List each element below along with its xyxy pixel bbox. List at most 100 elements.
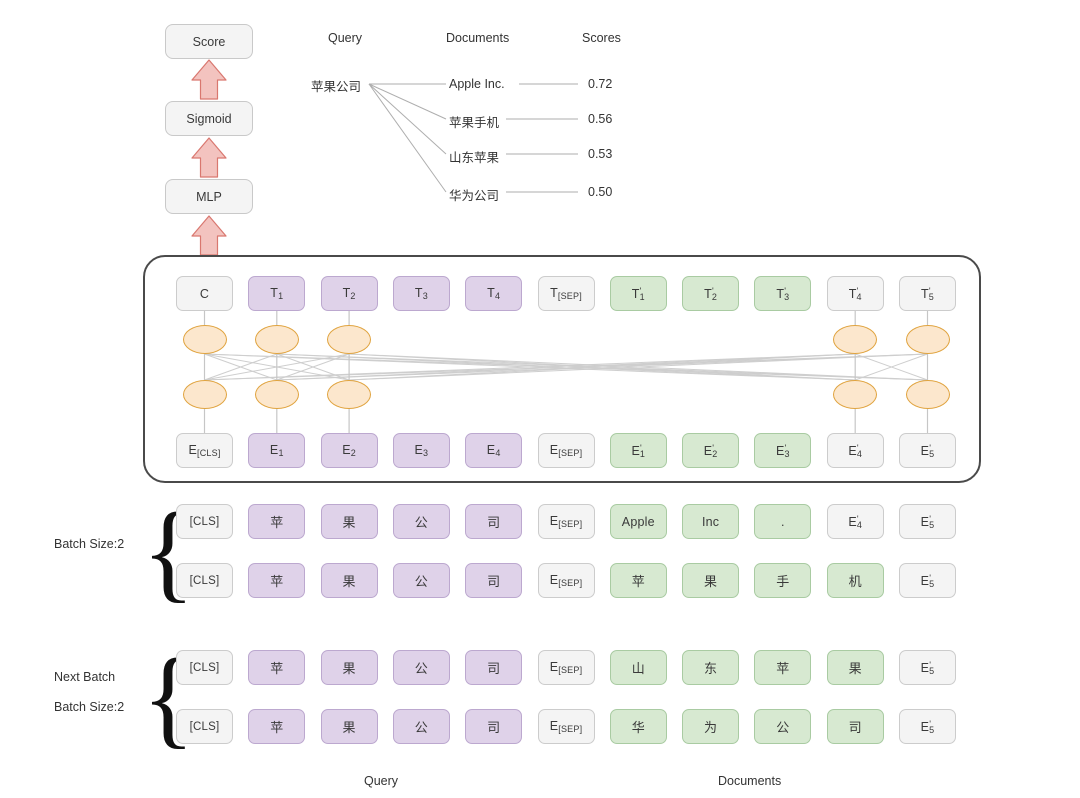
batch-token: 苹 [609, 563, 667, 598]
transformer-input-token: E2 [320, 433, 378, 468]
transformer-output-token: T4 [465, 276, 523, 311]
token-label: 果 [342, 721, 356, 736]
transformer-node-upper [833, 325, 878, 354]
token-label: 公 [414, 662, 428, 677]
batch-token: 司 [465, 650, 523, 685]
batch-token: 公 [392, 504, 450, 539]
token-label: 公 [414, 575, 428, 590]
token-label: E[SEP] [549, 719, 583, 734]
batch-token: . [754, 504, 812, 539]
token-label: T'1 [631, 285, 645, 302]
ranking-score-1: 0.56 [588, 112, 613, 126]
token-label: E'4 [848, 442, 863, 459]
transformer-node-lower [833, 380, 878, 409]
transformer-input-token: E'1 [609, 433, 667, 468]
batch-group-label: Batch Size:2 [54, 700, 125, 714]
batch-token: E'5 [899, 563, 956, 598]
batch-token: E[SEP] [537, 504, 595, 539]
batch-token: [CLS] [176, 709, 233, 744]
transformer-output-token: T'2 [682, 276, 740, 311]
token-label: Apple [621, 514, 655, 529]
transformer-node-lower [327, 380, 372, 409]
up-arrow-icon [191, 215, 227, 256]
ranking-document-3: 华为公司 [449, 188, 500, 203]
token-label: [CLS] [189, 720, 220, 733]
transformer-node-lower [905, 380, 950, 409]
transformer-node-lower [182, 380, 227, 409]
batch-token: 果 [826, 650, 884, 685]
token-label: 果 [342, 516, 356, 531]
batch-token: 机 [826, 563, 884, 598]
ranking-header-scores: Scores [582, 31, 621, 45]
token-label: 华 [631, 721, 645, 736]
batch-token: [CLS] [176, 563, 233, 598]
transformer-input-token: E'4 [826, 433, 884, 468]
batch-token: 苹 [248, 709, 306, 744]
token-label: E'1 [631, 442, 646, 459]
token-label: E1 [269, 443, 284, 458]
ranking-score-2: 0.53 [588, 147, 613, 161]
transformer-input-token: E[CLS] [176, 433, 233, 468]
transformer-container [143, 255, 981, 483]
batch-token: E[SEP] [537, 650, 595, 685]
transformer-output-token: T'5 [899, 276, 956, 311]
token-label: 山 [631, 662, 645, 677]
batch-token: 果 [320, 563, 378, 598]
token-label: 苹 [270, 575, 284, 590]
transformer-output-token: T'1 [609, 276, 667, 311]
token-label: T[SEP] [550, 286, 582, 301]
token-label: 司 [487, 575, 501, 590]
batch-token: Apple [609, 504, 667, 539]
transformer-input-token: E3 [392, 433, 450, 468]
batch-token: 苹 [248, 504, 306, 539]
token-label: [CLS] [189, 515, 220, 528]
transformer-input-token: E'3 [754, 433, 812, 468]
transformer-output-token: T'4 [826, 276, 884, 311]
token-label: 为 [703, 721, 718, 736]
ranking-document-1: 苹果手机 [449, 115, 500, 130]
transformer-output-token: T2 [320, 276, 378, 311]
pipeline-box-sigmoid: Sigmoid [165, 101, 253, 136]
batch-group-label: Next Batch [54, 670, 116, 684]
transformer-input-token: E'5 [899, 433, 956, 468]
token-label: 苹 [270, 662, 284, 677]
transformer-output-token: T3 [392, 276, 450, 311]
batch-token: 东 [682, 650, 740, 685]
token-label: C [199, 286, 210, 301]
token-label: 司 [848, 721, 862, 736]
token-label: 苹 [270, 721, 284, 736]
batch-token: E[SEP] [537, 563, 595, 598]
batch-token: 果 [320, 650, 378, 685]
token-label: 果 [342, 575, 356, 590]
batch-token: 山 [609, 650, 667, 685]
token-label: 公 [414, 516, 428, 531]
batch-token: E'5 [899, 709, 956, 744]
transformer-output-token: T[SEP] [537, 276, 595, 311]
batch-token: 果 [682, 563, 740, 598]
token-label: E4 [486, 443, 501, 458]
token-label: T1 [270, 286, 284, 301]
transformer-node-upper [905, 325, 950, 354]
token-label: 果 [848, 662, 862, 677]
ranking-score-3: 0.50 [588, 185, 613, 199]
token-label: 苹 [631, 575, 645, 590]
up-arrow-icon [191, 137, 227, 178]
transformer-output-token: T'3 [754, 276, 812, 311]
batch-token: 司 [826, 709, 884, 744]
batch-token: E'5 [899, 504, 956, 539]
pipeline-box-label: MLP [196, 189, 222, 204]
token-label: 公 [414, 721, 428, 736]
batch-token: E[SEP] [537, 709, 595, 744]
token-label: E'3 [776, 442, 790, 459]
token-label: E'5 [920, 572, 935, 589]
transformer-node-lower [254, 380, 299, 409]
token-label: 果 [703, 575, 718, 590]
batch-token: 公 [392, 709, 450, 744]
token-label: 苹 [270, 516, 284, 531]
token-label: 机 [848, 575, 862, 590]
token-label: 公 [776, 721, 790, 736]
token-label: E3 [414, 443, 429, 458]
batch-token: 果 [320, 709, 378, 744]
token-label: T3 [414, 286, 428, 301]
